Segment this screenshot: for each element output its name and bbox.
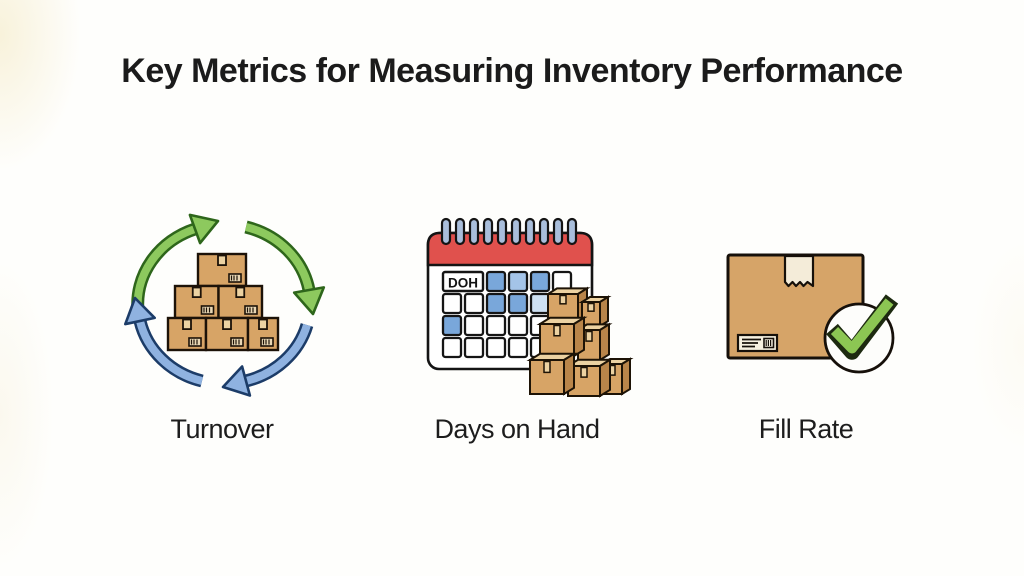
cardboard-box-icon (173, 284, 220, 320)
calendar-cell (463, 336, 485, 359)
calendar-cell (441, 336, 463, 359)
binder-ring (482, 217, 494, 246)
cardboard-box-icon (246, 316, 280, 352)
calendar-cell (507, 270, 529, 293)
calendar-cell (441, 292, 463, 315)
calendar-cell (485, 336, 507, 359)
small-box-icon (578, 295, 612, 328)
calendar-cell (441, 314, 463, 337)
cycle-arrow-green-left-icon (131, 213, 220, 312)
binder-ring (496, 217, 508, 246)
calendar-cell (463, 314, 485, 337)
binder-ring (538, 217, 550, 246)
calendar-cell (529, 270, 551, 293)
doh-label: DOH (448, 276, 478, 291)
days-on-hand-icon: DOH (426, 217, 634, 398)
cardboard-box-icon (217, 284, 264, 320)
cycle-arrow-blue-left-icon (124, 296, 204, 388)
small-box-icon (526, 352, 578, 396)
caption-days-on-hand: Days on Hand (434, 414, 600, 444)
binder-ring (524, 217, 536, 246)
shipping-label-icon (736, 333, 779, 353)
calendar-cell (507, 314, 529, 337)
binder-ring (510, 217, 522, 246)
page-title: Key Metrics for Measuring Inventory Perf… (121, 52, 903, 90)
calendar-cell (485, 314, 507, 337)
binder-ring (468, 217, 480, 246)
binder-ring (552, 217, 564, 246)
binder-ring (454, 217, 466, 246)
calendar-binding-rings-icon (440, 217, 578, 246)
binder-ring (440, 217, 452, 246)
small-box-icon (536, 316, 588, 358)
calendar-cell (485, 292, 507, 315)
calendar-cell (485, 270, 507, 293)
caption-turnover: Turnover (170, 414, 274, 444)
cycle-arrow-blue-right-icon (221, 322, 314, 397)
calendar-cell (529, 292, 551, 315)
tape-icon (783, 254, 815, 288)
checkmark-icon (826, 294, 899, 360)
calendar-doh-cell: DOH (441, 270, 485, 293)
small-box-icon (574, 322, 613, 362)
fill-rate-icon (726, 253, 899, 374)
cardboard-box-icon (196, 252, 248, 288)
calendar-cell (507, 336, 529, 359)
box-pyramid-icon (166, 252, 280, 352)
cardboard-box-icon (166, 316, 208, 352)
cardboard-box-icon (204, 316, 250, 352)
calendar-cell (463, 292, 485, 315)
binder-ring (566, 217, 578, 246)
calendar-cell (507, 292, 529, 315)
cycle-arrow-green-right-icon (244, 220, 326, 316)
turnover-icon (124, 213, 326, 397)
caption-fill-rate: Fill Rate (758, 414, 854, 444)
box-stack-icon (526, 286, 634, 398)
